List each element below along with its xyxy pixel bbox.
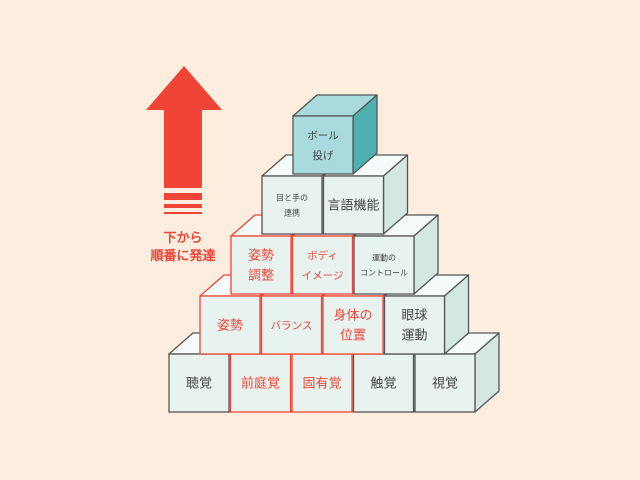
cube-label: 姿勢 — [248, 248, 274, 264]
cube-front-face — [383, 295, 446, 355]
cube-label: 運動の — [372, 253, 396, 262]
cube-front-face — [292, 115, 354, 175]
cube-front-face — [414, 353, 476, 413]
cube-label: 投げ — [313, 149, 334, 162]
cube-label: 聴覚 — [186, 377, 212, 392]
cube-label: 位置 — [340, 329, 366, 344]
cube-label: 言語機能 — [327, 198, 379, 214]
cube-front-face — [322, 175, 385, 235]
cube-label: 身体の — [333, 308, 372, 324]
cube-label: 目と手の — [276, 192, 308, 202]
cube-label: 前庭覚 — [241, 376, 280, 392]
cube-front-face — [230, 235, 292, 295]
cube-label: イメージ — [302, 270, 344, 282]
cube-label: 連携 — [284, 207, 300, 217]
cube-labels: 聴覚前庭覚固有覚触覚視覚姿勢バランス身体の位置眼球運動姿勢調整ボディイメージ運動… — [186, 130, 458, 392]
cube-front-face — [352, 353, 415, 413]
cube-label: 調整 — [248, 269, 274, 284]
caption-line-1: 下から — [163, 231, 203, 246]
cube-front-face — [261, 175, 323, 235]
caption-line-2: 順番に発達 — [150, 249, 216, 264]
cube-label: 触覚 — [370, 377, 396, 392]
cube-front-face — [199, 295, 261, 355]
cube-label: 姿勢 — [217, 318, 243, 334]
cube-label: 視覚 — [432, 377, 458, 392]
cube-label: コントロール — [360, 268, 408, 277]
cube-front-face — [291, 235, 354, 295]
cube — [292, 94, 378, 175]
cube-front-face — [260, 295, 323, 355]
cube-label: 眼球 — [401, 309, 427, 324]
up-arrow-icon — [146, 66, 222, 214]
cube-label: バランス — [271, 320, 313, 332]
cube-front-face — [229, 353, 292, 413]
cube-shapes — [168, 94, 500, 413]
cube-front-face — [353, 235, 415, 295]
cube-front-face — [291, 353, 353, 413]
cube-front-face — [168, 353, 230, 413]
cube-front-face — [322, 295, 384, 355]
cube-label: 固有覚 — [302, 377, 341, 392]
cube-label: 運動 — [401, 329, 427, 344]
cube-label: ボディ — [307, 249, 338, 262]
cube-label: ボール — [307, 130, 339, 142]
